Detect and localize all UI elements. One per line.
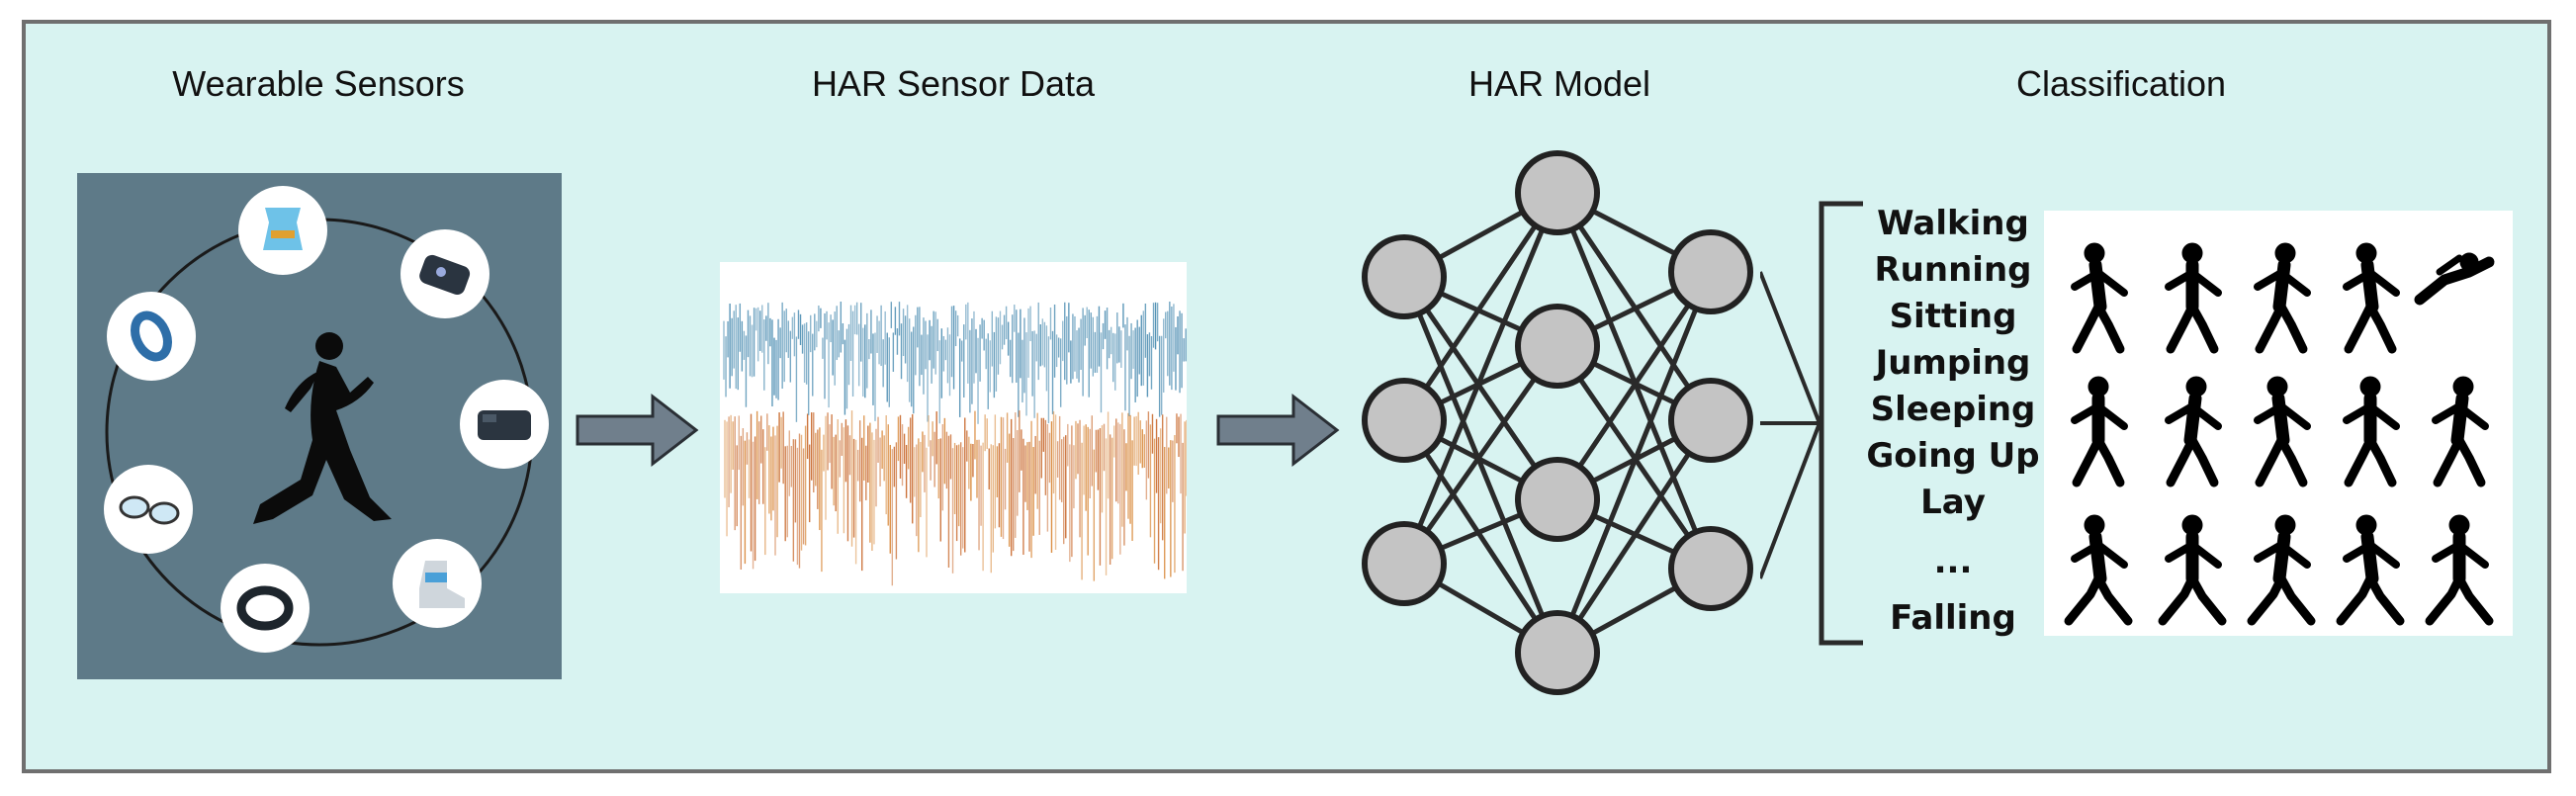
- nn-node: [1668, 526, 1753, 611]
- flow-arrow-2: [1216, 393, 1340, 468]
- nn-node: [1515, 304, 1600, 389]
- title-har-model: HAR Model: [1467, 63, 1651, 104]
- nn-edge: [1554, 270, 1714, 501]
- activity-figure-icon: [2254, 376, 2311, 487]
- activity-figure-icon: [2158, 514, 2227, 626]
- nn-node: [1668, 378, 1753, 463]
- activity-figure-icon: [2071, 242, 2128, 354]
- activity-label: Walking: [1877, 204, 2029, 243]
- vr-headset-icon: [460, 380, 549, 469]
- title-classification: Classification: [2015, 63, 2227, 104]
- nn-edge: [1554, 418, 1714, 655]
- nn-node: [1515, 457, 1600, 542]
- nn-edge: [1401, 275, 1560, 501]
- smartwatch-icon: [400, 229, 489, 318]
- activity-figures-panel: [2044, 211, 2513, 636]
- nn-edge: [1401, 276, 1560, 654]
- flow-arrow-1: [576, 393, 699, 468]
- activity-figure-icon: [2336, 514, 2405, 626]
- activity-figure-icon: [2247, 514, 2316, 626]
- activity-label-list: Walking Running Sitting Jumping Sleeping…: [1815, 198, 2072, 653]
- activity-figure-icon: [2165, 242, 2222, 354]
- activity-figure-icon: [2425, 514, 2494, 626]
- activity-figure-icon: [2071, 376, 2128, 487]
- output-bracket: [1760, 201, 1863, 646]
- nn-edge: [1401, 418, 1560, 655]
- activity-figure-icon: [2343, 242, 2400, 354]
- runner-silhouette-icon: [253, 332, 392, 524]
- nn-edge: [1554, 271, 1714, 654]
- activity-label: Jumping: [1875, 343, 2031, 383]
- activity-label: Sitting: [1889, 297, 2017, 336]
- activity-figure-icon: [2432, 376, 2489, 487]
- activity-figure-icon: [2254, 242, 2311, 354]
- nn-node: [1515, 150, 1600, 235]
- activity-figure-icon: [2064, 514, 2133, 626]
- wearable-sensors-panel: [77, 173, 562, 679]
- title-har-sensor-data: HAR Sensor Data: [811, 63, 1096, 104]
- har-model-network: [1362, 150, 1753, 695]
- nn-node: [1362, 234, 1447, 319]
- smart-glasses-icon: [104, 465, 193, 554]
- title-wearable-sensors: Wearable Sensors: [172, 63, 465, 104]
- nn-edge: [1401, 192, 1560, 565]
- fitness-band-icon: [221, 564, 310, 653]
- activity-figure-icon: [2165, 376, 2222, 487]
- nn-edge: [1401, 191, 1560, 422]
- sensor-vest-icon: [238, 186, 327, 275]
- activity-label: Sleeping: [1870, 390, 2036, 429]
- activity-label: Going Up: [1866, 436, 2040, 476]
- nn-node: [1362, 378, 1447, 463]
- nn-edge: [1401, 344, 1560, 566]
- activity-label: Lay: [1920, 483, 1986, 522]
- activity-label: ...: [1933, 542, 1973, 581]
- activity-figure-icon: [2343, 376, 2400, 487]
- ankle-sensor-icon: [393, 539, 482, 628]
- activity-figure-icon: [2414, 252, 2495, 306]
- nn-node: [1362, 521, 1447, 606]
- nn-node: [1668, 229, 1753, 314]
- smart-ring-icon: [107, 292, 196, 381]
- activity-label: Running: [1874, 250, 2032, 290]
- sensor-data-plot: [720, 262, 1187, 593]
- activity-label: Falling: [1890, 598, 2016, 638]
- nn-node: [1515, 610, 1600, 695]
